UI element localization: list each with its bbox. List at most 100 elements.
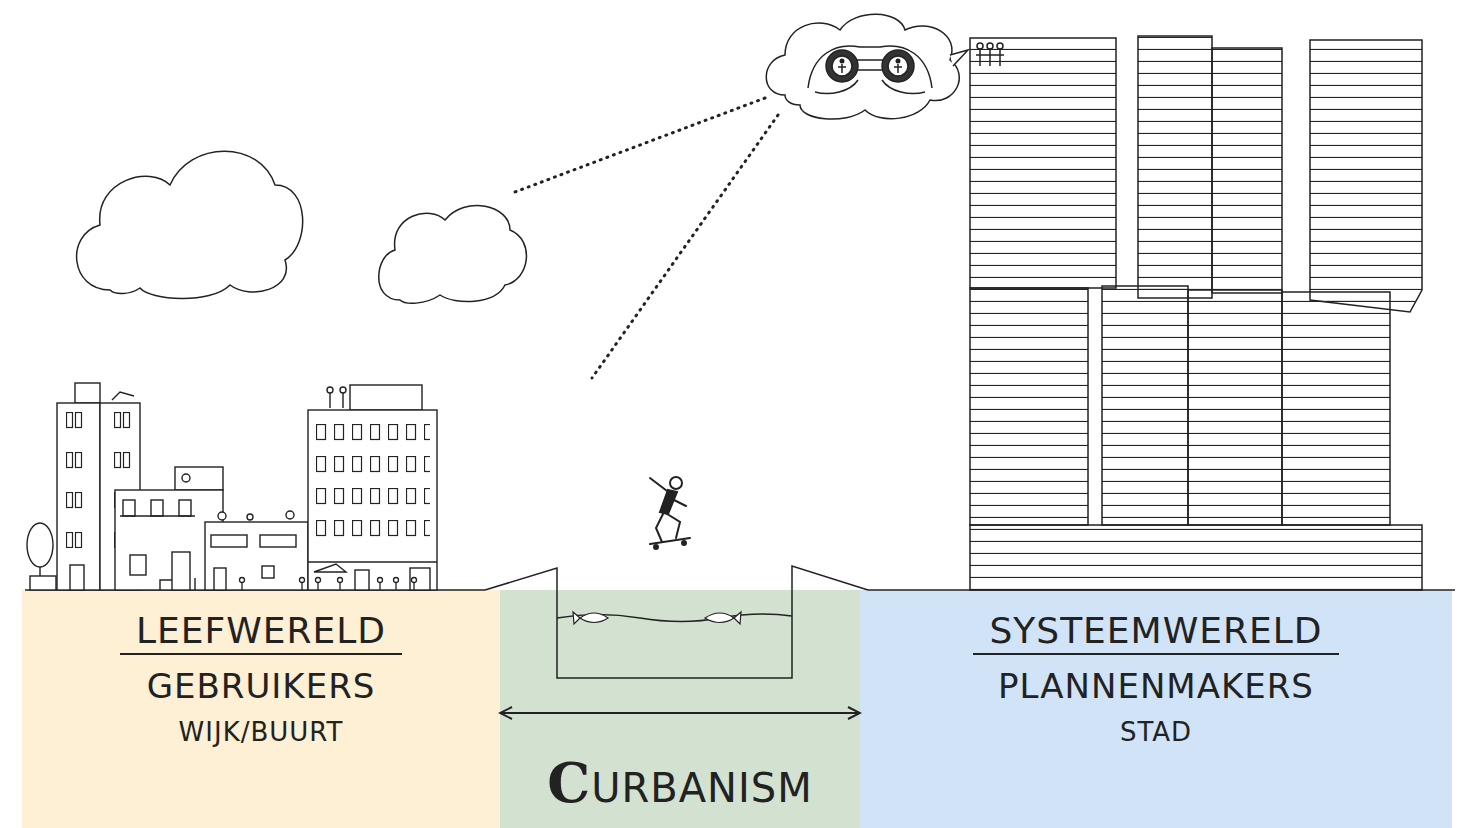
double-arrow (500, 712, 860, 714)
fish (573, 612, 741, 624)
street-people (378, 578, 383, 583)
neighbourhood (172, 552, 190, 590)
sight-line (515, 98, 778, 378)
rooftop-people (976, 49, 1004, 66)
skater (656, 512, 680, 542)
binoculars (808, 46, 932, 94)
thought-bubble (766, 14, 959, 119)
binoculars (894, 64, 902, 73)
canal (557, 614, 792, 622)
neighbourhood (205, 522, 308, 590)
rooftop-people (997, 43, 1003, 49)
neighbourhood (66, 412, 136, 548)
neighbourhood (160, 578, 195, 590)
tower (970, 288, 1088, 525)
world-band: SYSTEEMWERELDPLANNENMAKERSSTAD (860, 590, 1452, 828)
tower (970, 36, 1422, 590)
neighbourhood (247, 514, 253, 520)
rooftop-people (977, 43, 983, 49)
neighbourhood (327, 387, 333, 393)
street-people (241, 583, 242, 590)
binoculars (838, 64, 846, 73)
neighbourhood (57, 403, 100, 590)
street-people (339, 583, 340, 590)
neighbourhood (130, 555, 146, 575)
band-heading: LEEFWERELD (120, 610, 402, 655)
neighbourhood (316, 424, 430, 548)
band-heading: SYSTEEMWERELD (973, 610, 1338, 655)
skater (650, 477, 690, 549)
tower (1138, 36, 1212, 298)
binoculars (882, 50, 914, 82)
neighbourhood (179, 500, 191, 516)
band-subheading: GEBRUIKERS (147, 667, 376, 706)
neighbourhood (340, 387, 346, 393)
street-people (300, 578, 305, 583)
rooftop-people (987, 43, 993, 49)
fish (705, 612, 741, 624)
neighbourhood (182, 474, 190, 482)
binoculars (888, 56, 908, 76)
neighbourhood (355, 570, 369, 590)
binoculars (840, 59, 845, 64)
tower (1102, 286, 1188, 525)
street-people (316, 578, 321, 583)
skater (660, 490, 677, 514)
band-heading: CURBANISM (547, 752, 812, 814)
street-people (240, 578, 417, 591)
neighbourhood (30, 576, 56, 590)
band-subheading: WIJK/BUURT (179, 718, 344, 748)
binoculars (815, 80, 925, 94)
street-people (394, 578, 399, 583)
street-people (317, 583, 318, 590)
skater (650, 478, 686, 506)
cloud (379, 206, 527, 304)
skater (654, 545, 658, 549)
neighbourhood (350, 385, 422, 410)
thought-bubble (950, 50, 968, 66)
street-people (413, 583, 414, 590)
neighbourhood (39, 567, 40, 590)
binoculars (832, 56, 852, 76)
street-people (379, 583, 380, 590)
band-subheading: STAD (1120, 718, 1192, 748)
street-people (301, 583, 302, 590)
tower (1188, 290, 1282, 525)
world-band: LEEFWERELD GEBRUIKERS WIJK/BUURT (22, 590, 500, 828)
street-people (395, 583, 396, 590)
skater (670, 477, 682, 489)
street-people (338, 578, 343, 583)
neighbourhood (308, 410, 437, 590)
cloud (77, 151, 527, 303)
binoculars (896, 59, 901, 64)
binoculars (856, 60, 884, 70)
neighbourhood (112, 392, 134, 400)
neighbourhood (27, 383, 437, 590)
street-people (240, 578, 245, 583)
cloud (77, 151, 303, 298)
ground-line (25, 589, 485, 590)
ground-line (868, 589, 1455, 590)
neighbourhood (70, 565, 84, 590)
neighbourhood (262, 566, 274, 578)
neighbourhood (330, 393, 343, 408)
tower (970, 38, 1116, 288)
neighbourhood (260, 535, 296, 547)
neighbourhood (75, 383, 100, 403)
thought-bubble (766, 14, 968, 119)
tower (970, 525, 1422, 590)
canal (485, 566, 868, 678)
neighbourhood (410, 568, 430, 590)
neighbourhood (100, 403, 140, 590)
neighbourhood (175, 467, 223, 490)
neighbourhood (308, 561, 437, 562)
neighbourhood (120, 515, 195, 516)
fish (573, 612, 608, 624)
tower (1310, 40, 1422, 312)
neighbourhood (211, 535, 247, 547)
neighbourhood (218, 512, 226, 520)
neighbourhood (286, 511, 294, 519)
neighbourhood (115, 490, 223, 590)
tower (1212, 48, 1282, 293)
